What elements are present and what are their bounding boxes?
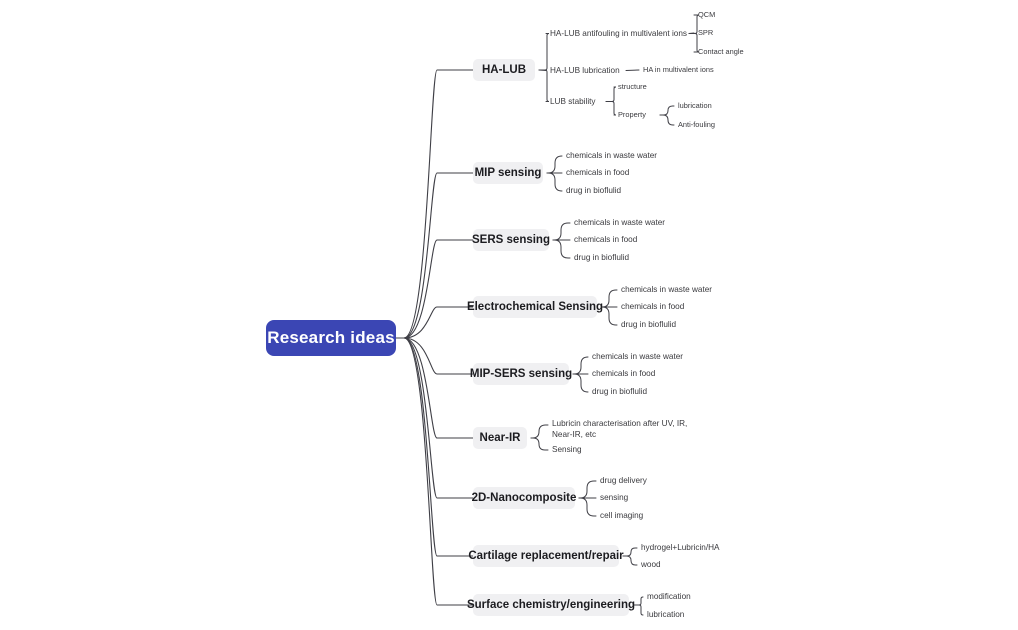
- mindmap-edge: [622, 555, 638, 566]
- leaf-node-drug-in-bioflulid[interactable]: drug in bioflulid: [592, 387, 648, 397]
- mindmap-edge: [530, 424, 549, 439]
- leaf-node-drug-in-bioflulid[interactable]: drug in bioflulid: [574, 253, 630, 263]
- leaf-node-ha-in-multivalent-ions[interactable]: HA in multivalent ions: [643, 65, 714, 74]
- mindmap-edge: [403, 337, 474, 499]
- leaf-node-lubrication[interactable]: lubrication: [647, 610, 685, 620]
- mindmap-edge: [403, 172, 474, 339]
- mindmap-edge: [572, 373, 589, 393]
- mindmap-edge: [546, 155, 563, 174]
- leaf-node-lubricin-characterisation-after-uv-ir-ne[interactable]: Lubricin characterisation after UV, IR, …: [552, 419, 688, 440]
- mindmap-edge: [403, 306, 474, 339]
- mindmap-edge: [403, 337, 474, 606]
- mindmap-edge: [605, 86, 617, 102]
- mindmap-edge: [552, 239, 571, 259]
- leaf-node-qcm[interactable]: QCM: [698, 10, 716, 19]
- leaf-node-chemicals-in-waste-water[interactable]: chemicals in waste water: [566, 151, 658, 161]
- leaf-node-drug-delivery[interactable]: drug delivery: [600, 476, 647, 486]
- mindmap-edge: [659, 105, 675, 116]
- mindmap-edge: [530, 437, 549, 451]
- mindmap-edge: [403, 337, 474, 439]
- leaf-node-sensing[interactable]: sensing: [600, 493, 629, 503]
- mindmap-edge: [600, 306, 618, 326]
- leaf-node-chemicals-in-food[interactable]: chemicals in food: [592, 369, 656, 379]
- leaf-node-drug-in-bioflulid[interactable]: drug in bioflulid: [566, 186, 622, 196]
- leaf-node-structure[interactable]: structure: [618, 82, 647, 91]
- branch-node-surface-chemistry-engineering[interactable]: Surface chemistry/engineering: [467, 594, 635, 616]
- branch-node-ha-lub[interactable]: HA-LUB: [473, 59, 535, 81]
- branch-node-mip-sensing[interactable]: MIP sensing: [473, 162, 543, 184]
- mindmap-edge: [552, 222, 571, 241]
- mindmap-edge: [546, 172, 563, 192]
- branch-node-sers-sensing[interactable]: SERS sensing: [472, 229, 550, 251]
- mindmap-edge: [578, 497, 597, 517]
- leaf-node-chemicals-in-food[interactable]: chemicals in food: [566, 168, 630, 178]
- mindmap-edge: [578, 480, 597, 499]
- leaf-node-lub-stability[interactable]: LUB stability: [550, 96, 596, 106]
- branch-node-cartilage-replacement-repair[interactable]: Cartilage replacement/repair: [468, 545, 624, 567]
- mindmap-edge: [622, 547, 638, 557]
- leaf-node-chemicals-in-waste-water[interactable]: chemicals in waste water: [574, 218, 666, 228]
- leaf-node-chemicals-in-food[interactable]: chemicals in food: [621, 302, 685, 312]
- leaf-node-chemicals-in-waste-water[interactable]: chemicals in waste water: [621, 285, 713, 295]
- leaf-node-property[interactable]: Property: [618, 110, 646, 119]
- mindmap-edge: [403, 337, 474, 375]
- mindmap-edge: [538, 33, 550, 71]
- leaf-node-hydrogel-lubricin-ha[interactable]: hydrogel+Lubricin/HA: [641, 543, 720, 553]
- branch-node-near-ir[interactable]: Near-IR: [473, 427, 527, 449]
- leaf-node-cell-imaging[interactable]: cell imaging: [600, 511, 644, 521]
- root-node[interactable]: Research ideas: [266, 320, 396, 356]
- mindmap-edge: [403, 69, 474, 339]
- mindmap-edge: [403, 239, 474, 339]
- branch-node-mip-sers-sensing[interactable]: MIP-SERS sensing: [470, 363, 572, 385]
- mindmap-edge: [572, 356, 589, 375]
- leaf-node-chemicals-in-waste-water[interactable]: chemicals in waste water: [592, 352, 684, 362]
- mindmap-edge: [632, 604, 644, 616]
- mindmap-edge: [538, 69, 550, 102]
- mindmap-edge: [625, 69, 640, 71]
- leaf-node-modification[interactable]: modification: [647, 592, 691, 602]
- leaf-node-chemicals-in-food[interactable]: chemicals in food: [574, 235, 638, 245]
- branch-node-2d-nanocomposite[interactable]: 2D-Nanocomposite: [472, 487, 576, 509]
- leaf-node-contact-angle[interactable]: Contact angle: [698, 47, 744, 56]
- leaf-node-ha-lub-lubrication[interactable]: HA-LUB lubrication: [550, 65, 620, 75]
- mindmap-edge: [600, 289, 618, 308]
- mindmap-edge: [403, 337, 474, 557]
- leaf-node-anti-fouling[interactable]: Anti-fouling: [678, 120, 715, 129]
- mindmap-edge: [659, 114, 675, 126]
- leaf-node-ha-lub-antifouling-in-multivalent-ions[interactable]: HA-LUB antifouling in multivalent ions: [550, 28, 687, 38]
- leaf-node-sensing[interactable]: Sensing: [552, 445, 582, 455]
- branch-node-electrochemical-sensing[interactable]: Electrochemical Sensing: [467, 296, 603, 318]
- leaf-node-spr[interactable]: SPR: [698, 28, 714, 37]
- mindmap-edge: [605, 101, 617, 116]
- leaf-node-drug-in-bioflulid[interactable]: drug in bioflulid: [621, 320, 677, 330]
- mindmap-edge: [688, 33, 700, 53]
- leaf-node-lubrication[interactable]: lubrication: [678, 101, 712, 110]
- leaf-node-wood[interactable]: wood: [641, 560, 661, 570]
